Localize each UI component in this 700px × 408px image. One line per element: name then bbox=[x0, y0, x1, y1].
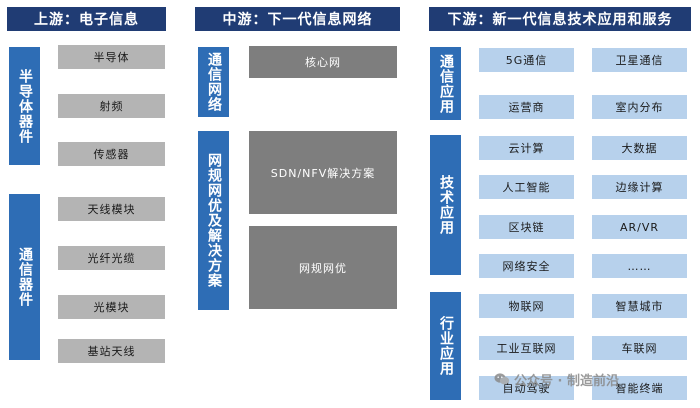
item-base-station-antenna: 基站天线 bbox=[58, 339, 165, 363]
item-network-planning-optimization: 网规网优 bbox=[249, 226, 397, 309]
group-label-communication-network: 通信网络 bbox=[198, 47, 229, 117]
item-core-network: 核心网 bbox=[249, 46, 397, 78]
item-satellite-communication: 卫星通信 bbox=[592, 48, 687, 72]
midstream-header: 中游：下一代信息网络 bbox=[195, 7, 400, 31]
group-label-communication-applications: 通信应用 bbox=[430, 47, 461, 120]
item-sensor: 传感器 bbox=[58, 142, 165, 166]
item-semiconductor: 半导体 bbox=[58, 45, 165, 69]
watermark: 公众号 · 制造前沿 bbox=[494, 369, 619, 389]
group-label-industry-applications: 行业应用 bbox=[430, 292, 461, 400]
item-blockchain: 区块链 bbox=[479, 215, 574, 239]
group-label-network-planning-solutions: 网规网优及解决方案 bbox=[198, 131, 229, 310]
item-optical-module: 光模块 bbox=[58, 295, 165, 319]
item-connected-vehicles: 车联网 bbox=[592, 336, 687, 360]
upstream-header: 上游：电子信息 bbox=[7, 7, 166, 31]
item-antenna-module: 天线模块 bbox=[58, 197, 165, 221]
item-indoor-distribution: 室内分布 bbox=[592, 95, 687, 119]
item-industrial-internet: 工业互联网 bbox=[479, 336, 574, 360]
item-sdn-nfv-solution: SDN/NFV解决方案 bbox=[249, 131, 397, 214]
item-network-security: 网络安全 bbox=[479, 254, 574, 278]
item-autonomous-driving: 自动驾驶 bbox=[479, 376, 574, 400]
item-iot: 物联网 bbox=[479, 294, 574, 318]
group-label-semiconductor-devices: 半导体器件 bbox=[9, 47, 40, 165]
group-label-technology-applications: 技术应用 bbox=[430, 135, 461, 275]
item-5g: 5G通信 bbox=[479, 48, 574, 72]
wechat-icon bbox=[494, 373, 510, 385]
item-cloud-computing: 云计算 bbox=[479, 136, 574, 160]
item-operator: 运营商 bbox=[479, 95, 574, 119]
item-smart-city: 智慧城市 bbox=[592, 294, 687, 318]
item-edge-computing: 边缘计算 bbox=[592, 175, 687, 199]
item-rf: 射频 bbox=[58, 94, 165, 118]
item-big-data: 大数据 bbox=[592, 136, 687, 160]
downstream-header: 下游：新一代信息技术应用和服务 bbox=[429, 7, 691, 31]
item-ar-vr: AR/VR bbox=[592, 215, 687, 239]
item-ellipsis: …… bbox=[592, 254, 687, 278]
watermark-text: 公众号 · 制造前沿 bbox=[514, 373, 619, 389]
item-optical-fiber-cable: 光纤光缆 bbox=[58, 246, 165, 270]
group-label-communication-devices: 通信器件 bbox=[9, 194, 40, 360]
item-artificial-intelligence: 人工智能 bbox=[479, 175, 574, 199]
item-smart-terminal: 智能终端 bbox=[592, 376, 687, 400]
